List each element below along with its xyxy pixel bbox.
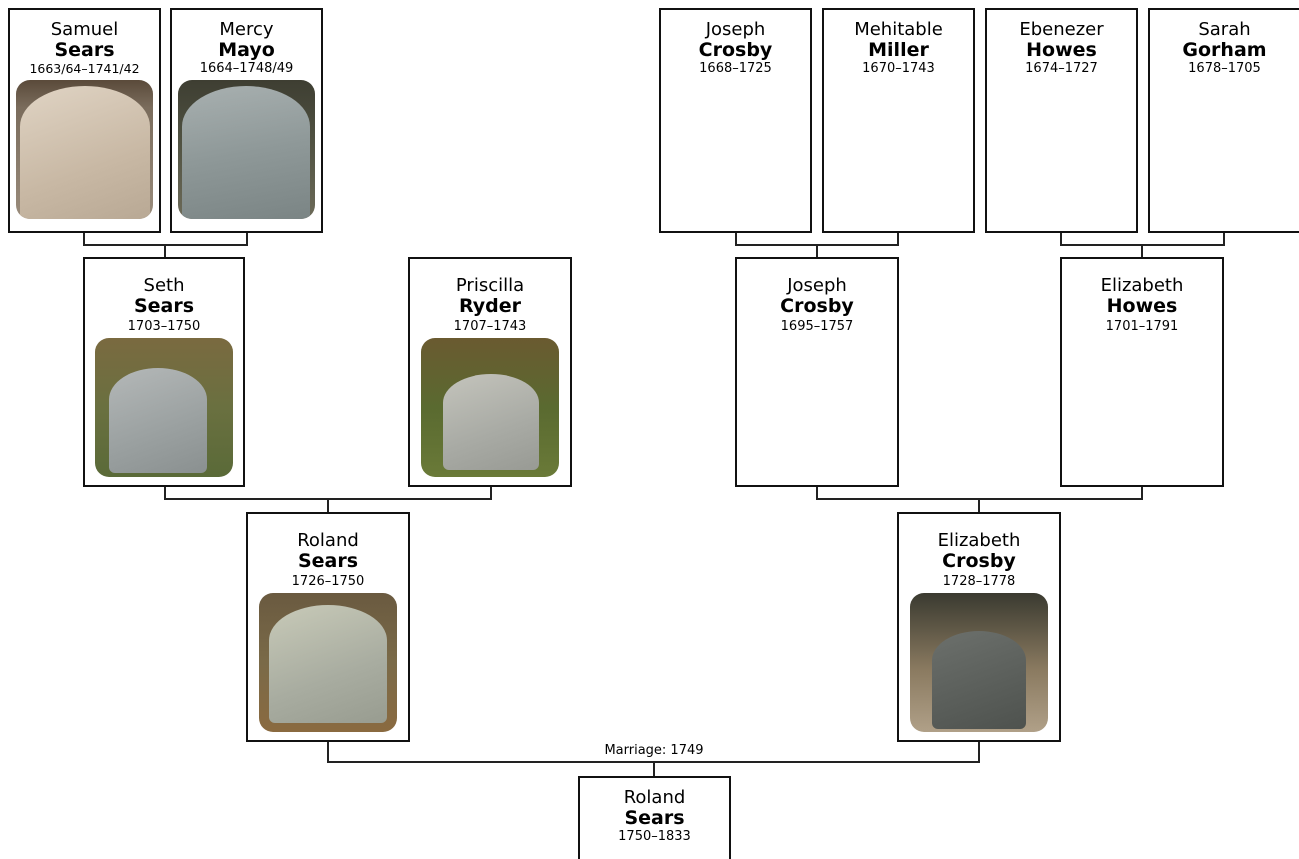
person-card-roland-sears-sr[interactable]: Roland Sears 1726–1750	[246, 512, 410, 742]
surname: Gorham	[1182, 39, 1267, 61]
given-name: Elizabeth	[1100, 275, 1184, 296]
life-dates: 1707–1743	[453, 319, 527, 334]
connector-line	[816, 244, 818, 258]
person-card-seth-sears[interactable]: Seth Sears 1703–1750	[83, 257, 245, 487]
surname: Sears	[624, 807, 685, 829]
life-dates: 1750–1833	[618, 829, 691, 844]
connector-line	[1223, 232, 1225, 245]
life-dates: 1674–1727	[1025, 61, 1098, 76]
given-name: Priscilla	[455, 275, 525, 296]
connector-line	[653, 761, 655, 777]
person-card-joseph-crosby-sr[interactable]: Joseph Crosby 1668–1725	[659, 8, 812, 233]
life-dates: 1663/64–1741/42	[29, 61, 140, 76]
person-card-mercy-mayo[interactable]: Mercy Mayo 1664–1748/49	[170, 8, 323, 233]
person-card-elizabeth-crosby[interactable]: Elizabeth Crosby 1728–1778	[897, 512, 1061, 742]
person-card-samuel-sears[interactable]: Samuel Sears 1663/64–1741/42	[8, 8, 161, 233]
surname: Sears	[54, 39, 115, 61]
gravestone-photo	[95, 338, 233, 477]
connector-line	[1141, 486, 1143, 499]
given-name: Elizabeth	[937, 530, 1021, 551]
connector-line	[816, 486, 818, 499]
surname: Howes	[1106, 295, 1178, 317]
gravestone-photo	[16, 80, 153, 219]
given-name: Roland	[623, 787, 686, 808]
life-dates: 1728–1778	[942, 574, 1016, 589]
connector-line	[1060, 232, 1062, 245]
connector-line	[164, 244, 166, 258]
connector-line	[1141, 244, 1143, 258]
life-dates: 1701–1791	[1105, 319, 1179, 334]
person-card-elizabeth-howes[interactable]: Elizabeth Howes 1701–1791	[1060, 257, 1224, 487]
connector-line	[735, 232, 737, 245]
given-name: Roland	[297, 530, 359, 551]
connector-line	[327, 740, 329, 762]
life-dates: 1726–1750	[291, 574, 365, 589]
surname: Mayo	[218, 39, 275, 61]
gravestone-photo	[259, 593, 397, 732]
given-name: Mercy	[219, 19, 274, 40]
person-card-joseph-crosby-jr[interactable]: Joseph Crosby 1695–1757	[735, 257, 899, 487]
connector-line	[978, 740, 980, 762]
connector-line	[83, 232, 85, 245]
life-dates: 1695–1757	[780, 319, 854, 334]
given-name: Seth	[143, 275, 185, 296]
person-card-roland-sears-jr[interactable]: Roland Sears 1750–1833	[578, 776, 731, 859]
surname: Miller	[868, 39, 929, 61]
given-name: Ebenezer	[1019, 19, 1104, 40]
gravestone-photo	[910, 593, 1048, 732]
gravestone-photo	[178, 80, 315, 219]
marriage-label: Marriage: 1749	[604, 743, 704, 758]
surname: Sears	[133, 295, 195, 317]
life-dates: 1668–1725	[699, 61, 772, 76]
person-card-mehitable-miller[interactable]: Mehitable Miller 1670–1743	[822, 8, 975, 233]
connector-line	[246, 232, 248, 245]
surname: Crosby	[942, 550, 1016, 572]
given-name: Sarah	[1198, 19, 1251, 40]
surname: Howes	[1026, 39, 1097, 61]
surname: Ryder	[458, 295, 522, 317]
connector-line	[327, 498, 329, 513]
given-name: Joseph	[787, 275, 847, 296]
life-dates: 1678–1705	[1188, 61, 1261, 76]
surname: Crosby	[780, 295, 854, 317]
life-dates: 1703–1750	[127, 319, 201, 334]
person-card-sarah-gorham[interactable]: Sarah Gorham 1678–1705	[1148, 8, 1299, 233]
connector-line	[490, 486, 492, 499]
connector-line	[164, 486, 166, 499]
life-dates: 1670–1743	[862, 61, 935, 76]
person-card-priscilla-ryder[interactable]: Priscilla Ryder 1707–1743	[408, 257, 572, 487]
given-name: Mehitable	[854, 19, 943, 40]
life-dates: 1664–1748/49	[199, 61, 294, 76]
surname: Sears	[297, 550, 359, 572]
given-name: Joseph	[705, 19, 766, 40]
surname: Crosby	[698, 39, 773, 61]
given-name: Samuel	[50, 19, 119, 40]
connector-line	[978, 498, 980, 513]
gravestone-photo	[421, 338, 559, 477]
person-card-ebenezer-howes[interactable]: Ebenezer Howes 1674–1727	[985, 8, 1138, 233]
connector-line	[897, 232, 899, 245]
